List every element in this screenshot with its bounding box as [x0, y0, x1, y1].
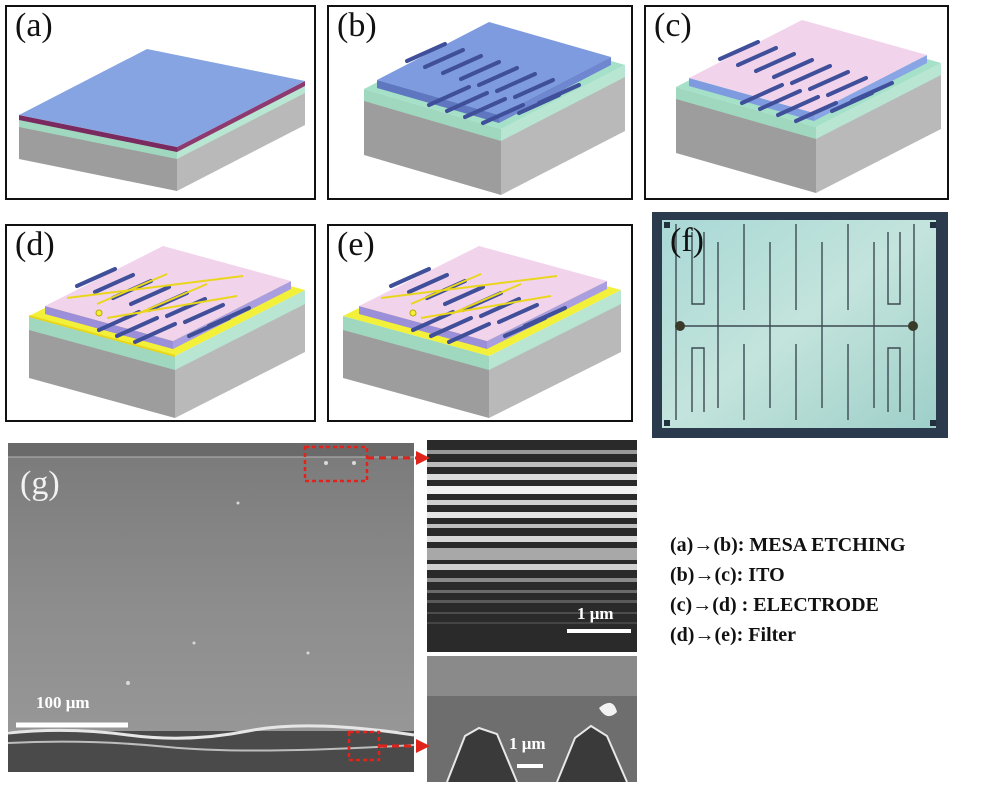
panel-g-sem-main: (g) 100 μm	[8, 443, 414, 772]
mesa-profile-image	[427, 656, 637, 782]
sem-inset-mesa: 1 μm	[427, 656, 637, 782]
top-inset-scale-label: 1 μm	[577, 604, 614, 623]
step-mesa-etching: (a)→(b): MESA ETCHING	[670, 534, 906, 556]
panel-d: (d)	[5, 224, 316, 422]
sem-cross-section	[8, 443, 414, 772]
sem-inset-layers: 1 μm	[427, 440, 637, 652]
step-ito: (b)→(c): ITO	[670, 564, 785, 586]
panel-e: (e)	[327, 224, 633, 422]
epitaxial-layers-image	[427, 440, 637, 652]
panel-label-a: (a)	[15, 7, 53, 44]
panel-label-e: (e)	[337, 226, 375, 263]
filter-coated-diagram	[343, 246, 621, 418]
panel-label-f: (f)	[670, 222, 704, 259]
panel-label-b: (b)	[337, 7, 377, 44]
wafer-stack-diagram	[19, 49, 305, 191]
process-steps: (a)→(b): MESA ETCHING (b)→(c): ITO (c)→(…	[670, 530, 906, 650]
panel-label-g: (g)	[20, 465, 60, 502]
panel-a: (a)	[5, 5, 316, 200]
main-scale-label: 100 μm	[36, 693, 90, 712]
panel-c: (c)	[644, 5, 949, 200]
panel-b: (b)	[327, 5, 633, 200]
device-photo	[652, 212, 948, 438]
panel-f-micrograph: (f)	[652, 212, 948, 438]
bottom-inset-scale-label: 1 μm	[509, 734, 546, 753]
ito-coated-diagram	[676, 20, 941, 193]
step-electrode: (c)→(d) : ELECTRODE	[670, 594, 879, 616]
mesa-etched-diagram	[364, 22, 625, 195]
panel-label-c: (c)	[654, 7, 692, 44]
step-filter: (d)→(e): Filter	[670, 624, 797, 646]
electrode-deposited-diagram	[28, 246, 305, 418]
panel-label-d: (d)	[15, 226, 55, 263]
